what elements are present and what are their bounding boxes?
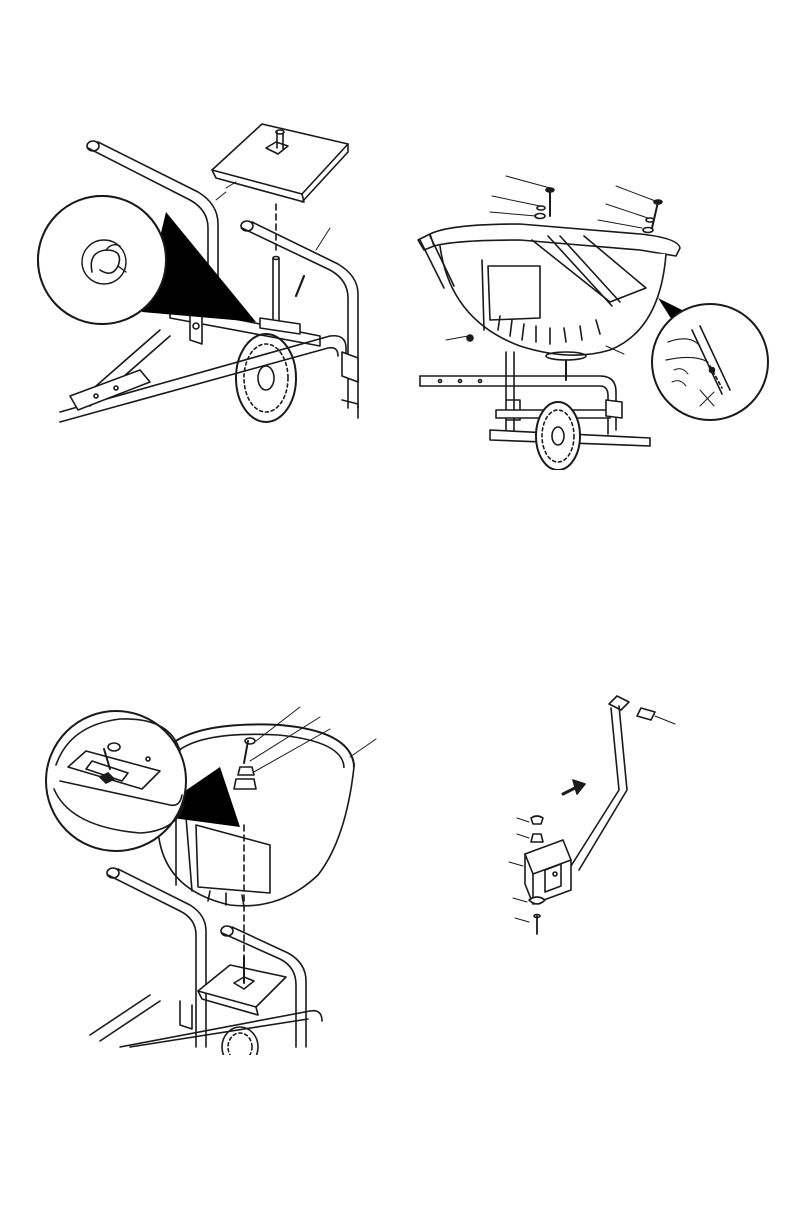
- hopper-bolted-to-frame-illustration: [410, 170, 770, 470]
- figure-hopper-mounting: [30, 695, 390, 1055]
- figure-hopper-bolting: [410, 170, 770, 470]
- control-lever-assembly-illustration: [505, 690, 685, 940]
- frame-and-spreader-plate-illustration: [30, 100, 380, 430]
- figure-control-lever: [505, 690, 685, 940]
- figure-frame-plate-assembly: [30, 100, 380, 430]
- hopper-mounted-on-shaft-illustration: [30, 695, 390, 1055]
